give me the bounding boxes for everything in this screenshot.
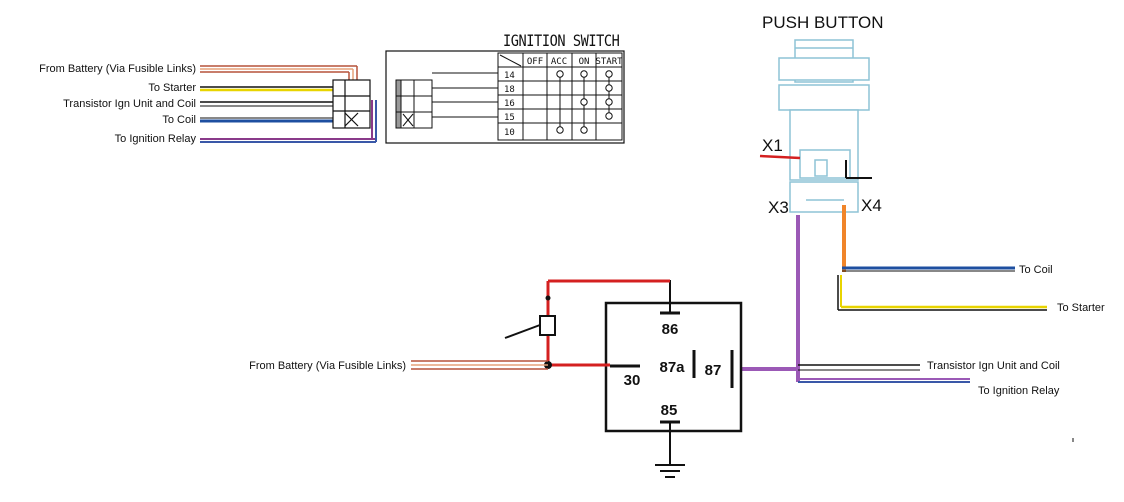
push-button-terminals: [759, 154, 872, 179]
switch-col-start: START: [595, 57, 623, 67]
ignition-switch: OFF ACC ON START 14 18 16 15 10: [385, 50, 625, 144]
harness-label-to-starter: To Starter: [148, 82, 196, 94]
relay: [604, 280, 743, 478]
relay-input-label: From Battery (Via Fusible Links): [249, 360, 406, 372]
relay-pin-85: 85: [661, 402, 678, 419]
relay-pin-30: 30: [624, 372, 641, 389]
relay-manual-switch: [504, 315, 556, 339]
switch-col-off: OFF: [527, 57, 543, 67]
push-button-x4: X4: [861, 196, 882, 215]
harness-wires: [200, 65, 377, 143]
relay-pin-86: 86: [662, 321, 679, 338]
harness-label-to-ignition-relay: To Ignition Relay: [114, 133, 196, 145]
switch-row-14: 14: [504, 71, 515, 81]
push-button-x3: X3: [768, 198, 789, 217]
switch-col-acc: ACC: [551, 57, 567, 67]
push-button-wires: [742, 205, 1047, 383]
switch-row-16: 16: [504, 99, 515, 109]
harness-label-to-coil: To Coil: [162, 114, 196, 126]
switch-row-15: 15: [504, 113, 515, 123]
right-label-transistor: Transistor Ign Unit and Coil: [927, 360, 1060, 372]
switch-row-18: 18: [504, 85, 515, 95]
push-button-x1: X1: [762, 136, 783, 155]
harness-connector: [332, 79, 371, 129]
harness-label-transistor: Transistor Ign Unit and Coil: [63, 98, 196, 110]
push-button-graphic: [778, 39, 870, 213]
right-label-to-ignition-relay: To Ignition Relay: [978, 385, 1060, 397]
right-label-to-coil: To Coil: [1019, 264, 1053, 276]
relay-pin-87a: 87a: [659, 359, 685, 376]
push-button-title: PUSH BUTTON: [762, 13, 884, 32]
harness-label-from-battery: From Battery (Via Fusible Links): [39, 63, 196, 75]
switch-row-10: 10: [504, 128, 515, 138]
relay-pin-87: 87: [705, 362, 722, 379]
switch-col-on: ON: [579, 57, 590, 67]
ignition-switch-title: IGNITION SWITCH: [503, 31, 620, 50]
right-label-to-starter: To Starter: [1057, 302, 1105, 314]
